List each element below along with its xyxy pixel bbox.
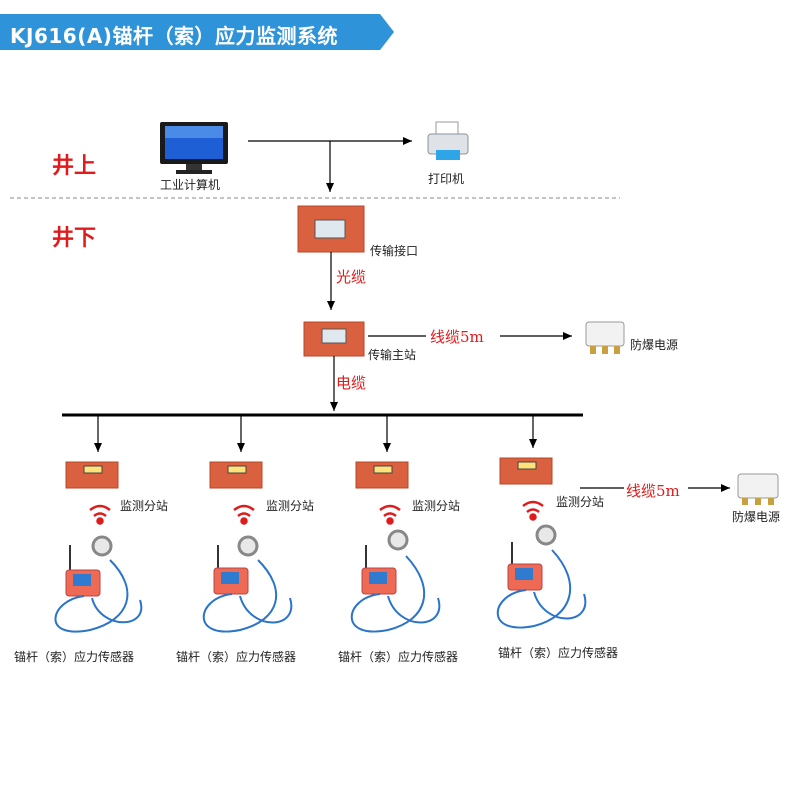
substation-box [65,461,119,489]
wireless-signal-icon [233,504,255,525]
wire-top-label: 线缆5m [430,328,484,346]
main-station-label: 传输主站 [368,348,417,362]
main-station-box [303,321,365,357]
banner-tail [380,14,394,50]
power-supply-icon-right [737,473,779,505]
power-supply-icon-top [585,321,625,354]
computer-icon [160,122,228,174]
substation-label: 监测分站 [412,499,461,513]
page-title: KJ616(A)锚杆（索）应力监测系统 [10,24,338,48]
wire-right-label: 线缆5m [626,482,680,500]
printer-icon [427,121,469,160]
substation-label: 监测分站 [120,499,169,513]
title-banner: KJ616(A)锚杆（索）应力监测系统 [0,14,394,50]
sensor-assembly [54,535,143,633]
optical-cable-label: 光缆 [336,268,367,286]
interface-label: 传输接口 [370,244,419,258]
sensor-label: 锚杆（索）应力传感器 [498,646,619,660]
substation-label: 监测分站 [266,499,315,513]
substation-box [209,461,263,489]
printer-label: 打印机 [428,172,465,186]
sensor-label: 锚杆（索）应力传感器 [176,650,297,664]
wireless-signal-icon [522,500,544,521]
sensor-assembly [496,524,587,629]
substation-label: 监测分站 [556,495,605,509]
power-right-label: 防爆电源 [732,510,781,524]
substation-box [499,457,553,485]
substation-box [355,461,409,489]
power-top-label: 防爆电源 [630,338,679,352]
wireless-signal-icon [379,504,401,525]
computer-label: 工业计算机 [160,178,221,192]
zone-above-label: 井上 [52,153,97,179]
sensor-label: 锚杆（索）应力传感器 [338,650,459,664]
sensor-assembly [350,529,441,633]
zone-below-label: 井下 [52,225,97,251]
interface-box [297,205,365,253]
wireless-signal-icon [89,504,111,525]
sensor-assembly [202,535,293,633]
sensor-label: 锚杆（索）应力传感器 [14,650,135,664]
electric-cable-label: 电缆 [336,374,367,392]
